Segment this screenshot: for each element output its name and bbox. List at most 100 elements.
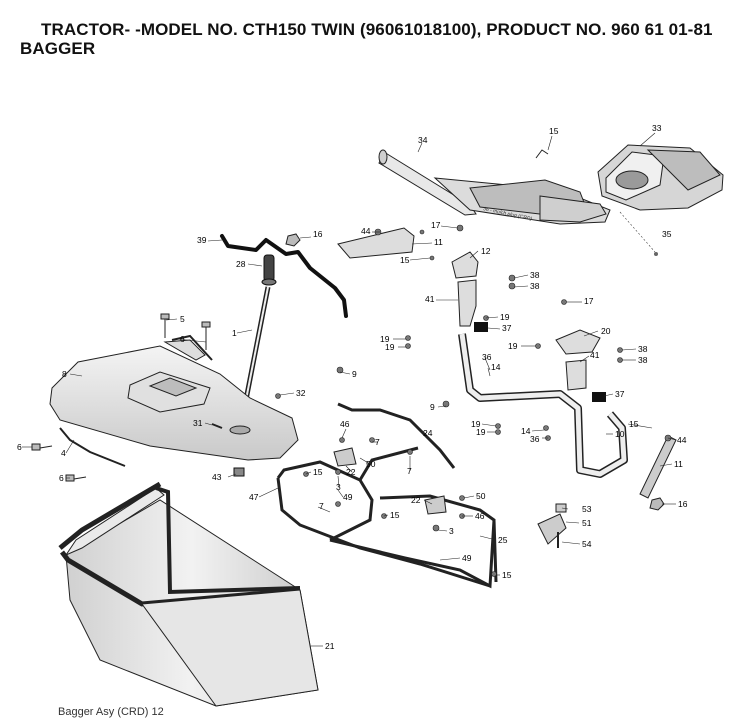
handle-grip xyxy=(261,254,277,286)
callout-15: 15 xyxy=(400,255,410,265)
callout-32: 32 xyxy=(296,388,306,398)
lift-rod xyxy=(220,234,348,318)
small-hardware xyxy=(275,224,672,577)
callout-31: 31 xyxy=(193,418,203,428)
callout-1: 1 xyxy=(232,328,237,338)
callout-51: 51 xyxy=(582,518,592,528)
callout-54: 54 xyxy=(582,539,592,549)
callout-19: 19 xyxy=(500,312,510,322)
bagger-cover xyxy=(49,345,299,461)
callout-35: 35 xyxy=(662,229,672,239)
callout-41: 41 xyxy=(590,350,600,360)
callout-11: 11 xyxy=(674,459,683,469)
callout-50: 50 xyxy=(476,491,486,501)
callout-37: 37 xyxy=(502,323,512,333)
callout-14: 14 xyxy=(521,426,531,436)
callout-47: 47 xyxy=(249,492,259,502)
callout-7: 7 xyxy=(375,437,380,447)
callout-16: 16 xyxy=(678,499,688,509)
callout-19: 19 xyxy=(385,342,395,352)
callout-11: 11 xyxy=(434,237,443,247)
deflector-housing xyxy=(597,144,724,211)
callout-12: 12 xyxy=(481,246,491,256)
callout-8: 8 xyxy=(62,369,67,379)
callout-33: 33 xyxy=(652,123,662,133)
callout-46: 46 xyxy=(340,419,350,429)
hitch-assembly xyxy=(537,503,567,548)
title-section-line: BAGGER xyxy=(20,39,96,58)
callout-38: 38 xyxy=(638,344,648,354)
callout-53: 53 xyxy=(582,504,592,514)
callout-46: 46 xyxy=(475,511,485,521)
callout-4: 4 xyxy=(61,448,66,458)
callout-19: 19 xyxy=(471,419,481,429)
page-title: TRACTOR- -MODEL NO. CTH150 TWIN (9606101… xyxy=(20,20,713,58)
callout-16: 16 xyxy=(313,229,323,239)
callout-21: 21 xyxy=(325,641,335,651)
callout-10: 10 xyxy=(615,429,625,439)
strap-11 xyxy=(639,435,677,499)
frame-brackets xyxy=(333,447,447,515)
callout-9: 9 xyxy=(430,402,435,412)
callout-38: 38 xyxy=(638,355,648,365)
callout-36: 36 xyxy=(482,352,492,362)
callout-19: 19 xyxy=(508,341,518,351)
callout-44: 44 xyxy=(361,226,371,236)
rubber-bumper-1 xyxy=(474,322,488,332)
callout-38: 38 xyxy=(530,270,540,280)
callout-19: 19 xyxy=(476,427,486,437)
grass-bag xyxy=(58,481,319,707)
rod-24 xyxy=(337,402,456,469)
callout-3: 3 xyxy=(449,526,454,536)
callout-34: 34 xyxy=(418,135,428,145)
nut-16b xyxy=(649,497,665,511)
callout-7: 7 xyxy=(407,466,412,476)
callout-6: 6 xyxy=(17,442,22,452)
callout-6: 6 xyxy=(180,334,185,344)
discharge-chute xyxy=(378,149,611,225)
cover-side-brackets xyxy=(59,334,213,467)
callout-5: 5 xyxy=(180,314,185,324)
clip-pin xyxy=(535,149,549,159)
callout-37: 37 xyxy=(615,389,625,399)
callout-38: 38 xyxy=(530,281,540,291)
callout-17: 17 xyxy=(431,220,441,230)
callout-9: 9 xyxy=(352,369,357,379)
callout-22: 22 xyxy=(411,495,421,505)
rubber-bumper-2 xyxy=(592,392,606,402)
callout-43: 43 xyxy=(212,472,222,482)
callout-14: 14 xyxy=(491,362,501,372)
callouts: 34 15 33 35 39 16 44 11 17 12 15 28 38 3… xyxy=(17,123,688,651)
callout-15: 15 xyxy=(502,570,512,580)
callout-44: 44 xyxy=(677,435,687,445)
part-35-leader-line xyxy=(619,211,656,253)
callout-6: 6 xyxy=(59,473,64,483)
callout-41: 41 xyxy=(425,294,435,304)
callout-15: 15 xyxy=(313,467,323,477)
title-model-line: TRACTOR- -MODEL NO. CTH150 TWIN (9606101… xyxy=(41,20,713,39)
page-footer: Bagger Asy (CRD) 12 xyxy=(58,706,164,718)
callout-19: 19 xyxy=(380,334,390,344)
callout-50: 50 xyxy=(366,459,376,469)
callout-7: 7 xyxy=(319,501,324,511)
callout-28: 28 xyxy=(236,259,246,269)
knob xyxy=(233,467,245,477)
callout-49: 49 xyxy=(343,492,353,502)
callout-25: 25 xyxy=(498,535,508,545)
callout-39: 39 xyxy=(197,235,207,245)
leader-lines xyxy=(22,132,677,647)
mount-brackets xyxy=(337,227,601,391)
callout-20: 20 xyxy=(601,326,611,336)
bolt-31 xyxy=(211,423,223,429)
nut-16a xyxy=(285,233,301,247)
callout-15: 15 xyxy=(629,419,639,429)
callout-17: 17 xyxy=(584,296,594,306)
callout-24: 24 xyxy=(423,428,433,438)
callout-36: 36 xyxy=(530,434,540,444)
part-35-pin xyxy=(654,252,658,256)
callout-49: 49 xyxy=(462,553,472,563)
callout-22: 22 xyxy=(346,467,356,477)
callout-3: 3 xyxy=(336,482,341,492)
callout-15: 15 xyxy=(390,510,400,520)
